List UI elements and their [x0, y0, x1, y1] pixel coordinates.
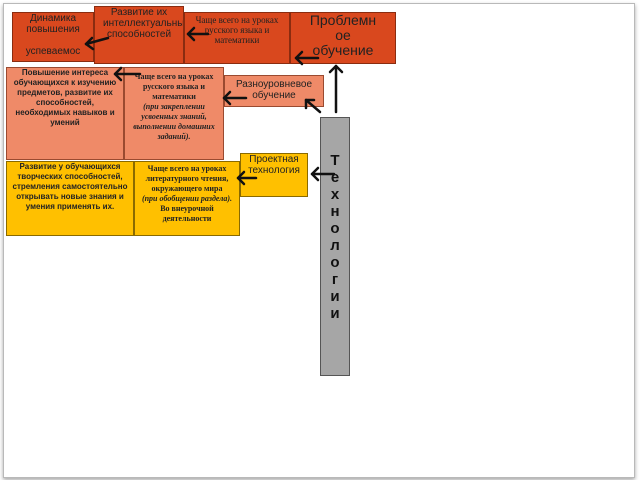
- technologies-letter: н: [330, 203, 340, 220]
- creative-text: Развитие у обучающихся творческих способ…: [12, 162, 128, 211]
- technologies-letter: о: [330, 254, 340, 271]
- creative-box: Развитие у обучающихся творческих способ…: [6, 161, 134, 236]
- often-top-box: Чаще всего на уроках русского языка и ма…: [184, 12, 290, 64]
- arrow-dynamics-icon: [84, 36, 110, 51]
- intellect-box: Развитие их интеллектуальных способносте…: [94, 6, 184, 64]
- dynamics-line1: Динамика: [29, 13, 77, 24]
- arrow-multilevel-icon: [304, 98, 322, 114]
- technologies-letter: и: [330, 305, 340, 322]
- technologies-letter: е: [330, 169, 340, 186]
- arrow-problem-up-icon: [328, 64, 344, 114]
- project-text: Проектная технология: [248, 154, 300, 176]
- technologies-letter: о: [330, 220, 340, 237]
- problem-line1: Проблемн: [309, 12, 377, 28]
- often-bottom-box: Чаще всего на уроках литературного чтени…: [134, 161, 240, 236]
- dynamics-line3: успеваемос: [25, 46, 81, 57]
- technologies-letter: л: [330, 237, 340, 254]
- arrow-project-icon: [310, 166, 336, 182]
- problem-box: Проблемн ое обучение: [290, 12, 396, 64]
- arrow-often-mid-icon: [222, 90, 248, 106]
- technologies-letter: х: [330, 186, 340, 203]
- often-mid-line1: Чаще всего на уроках русского языка и ма…: [134, 72, 214, 101]
- arrow-problem-icon: [294, 50, 320, 66]
- often-bottom-line2: (при обобщении раздела).: [141, 194, 233, 203]
- dynamics-line2: повышения: [26, 24, 80, 35]
- arrow-interest-icon: [113, 66, 142, 82]
- technologies-letter: г: [331, 271, 339, 288]
- arrow-often-bottom-icon: [236, 170, 258, 186]
- dynamics-box: Динамика повышения успеваемос: [12, 12, 94, 62]
- interest-text: Повышение интереса обучающихся к изучени…: [13, 68, 117, 127]
- interest-box: Повышение интереса обучающихся к изучени…: [6, 67, 124, 160]
- intellect-text: Развитие их интеллектуальных способносте…: [103, 7, 184, 40]
- often-top-text: Чаще всего на уроках русского языка и ма…: [195, 15, 279, 45]
- often-mid-line2: (при закреплении усвоенных знаний, выпол…: [133, 102, 215, 141]
- often-mid-box: Чаще всего на уроках русского языка и ма…: [124, 67, 224, 160]
- technologies-letter: и: [330, 288, 340, 305]
- arrow-intellect-icon: [186, 26, 210, 42]
- technologies-letter: Т: [330, 152, 340, 169]
- problem-line3: обучение: [312, 42, 374, 58]
- multilevel-text: Разноуровневое обучение: [235, 79, 313, 101]
- often-bottom-line1: Чаще всего на уроках литературного чтени…: [145, 164, 229, 193]
- problem-line2: ое: [335, 27, 351, 43]
- often-bottom-line3: Во внеурочной деятельности: [160, 204, 214, 223]
